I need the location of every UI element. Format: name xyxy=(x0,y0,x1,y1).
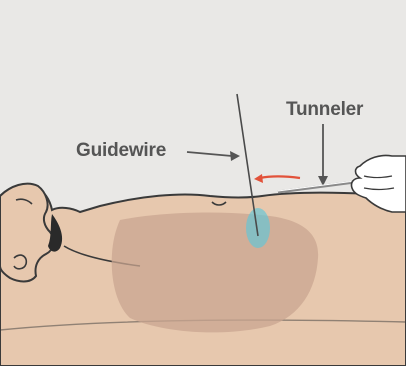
guidewire-insertion-site xyxy=(246,208,270,248)
organ-overlay xyxy=(112,213,318,333)
guidewire-label: Guidewire xyxy=(76,140,166,162)
tunneler-label: Tunneler xyxy=(286,99,363,121)
